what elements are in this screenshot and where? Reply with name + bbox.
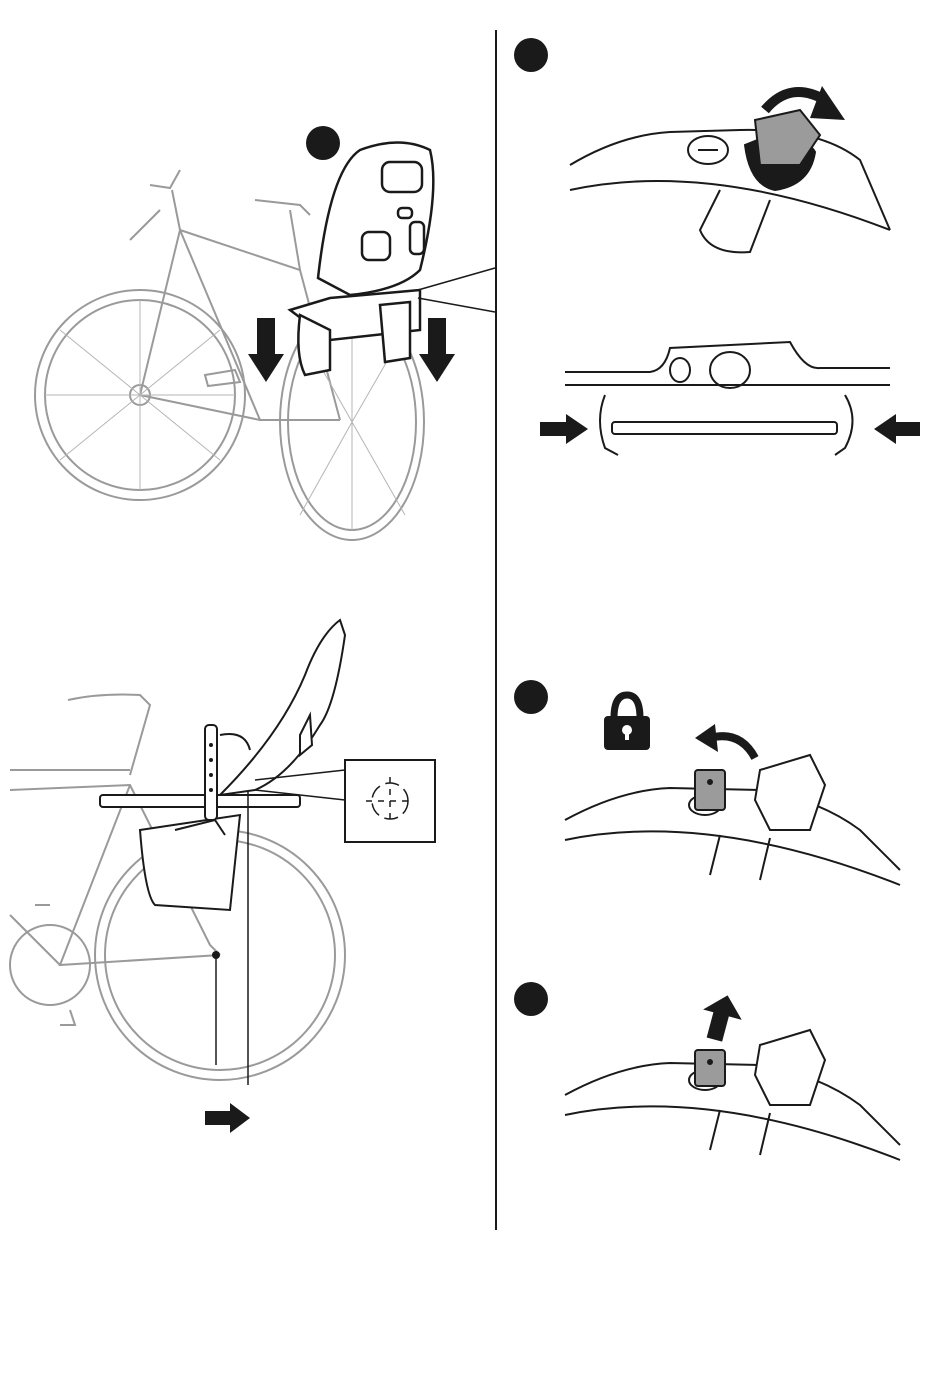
panel-key-remove bbox=[560, 990, 900, 1180]
panel-clamp-squeeze bbox=[540, 330, 920, 480]
key-remove-illustration bbox=[560, 990, 900, 1180]
padlock-icon bbox=[604, 695, 650, 750]
step-marker-2 bbox=[514, 38, 548, 72]
curved-arrow-icon-lock bbox=[695, 724, 755, 758]
crosshair-target-icon bbox=[345, 760, 435, 842]
panel-side-view-alignment bbox=[0, 615, 495, 1145]
down-arrow-icon bbox=[248, 318, 284, 382]
panel-key-lock bbox=[560, 690, 900, 900]
vertical-divider bbox=[495, 30, 497, 1230]
up-arrow-icon bbox=[703, 990, 747, 1041]
key-lock-illustration bbox=[560, 690, 900, 900]
panel-bike-seat-mount bbox=[0, 130, 495, 550]
step-marker-3 bbox=[514, 680, 548, 714]
knob-illustration bbox=[560, 80, 900, 280]
side-view-illustration bbox=[0, 615, 495, 1145]
left-arrow-icon bbox=[874, 414, 920, 444]
step-marker-4 bbox=[514, 982, 548, 1016]
clamp-illustration bbox=[540, 330, 920, 480]
right-arrow-icon-bottom bbox=[205, 1103, 250, 1133]
panel-knob-tighten bbox=[560, 80, 900, 280]
bike-illustration bbox=[0, 130, 495, 550]
down-arrow-icon-right bbox=[419, 318, 455, 382]
right-arrow-icon bbox=[540, 414, 588, 444]
